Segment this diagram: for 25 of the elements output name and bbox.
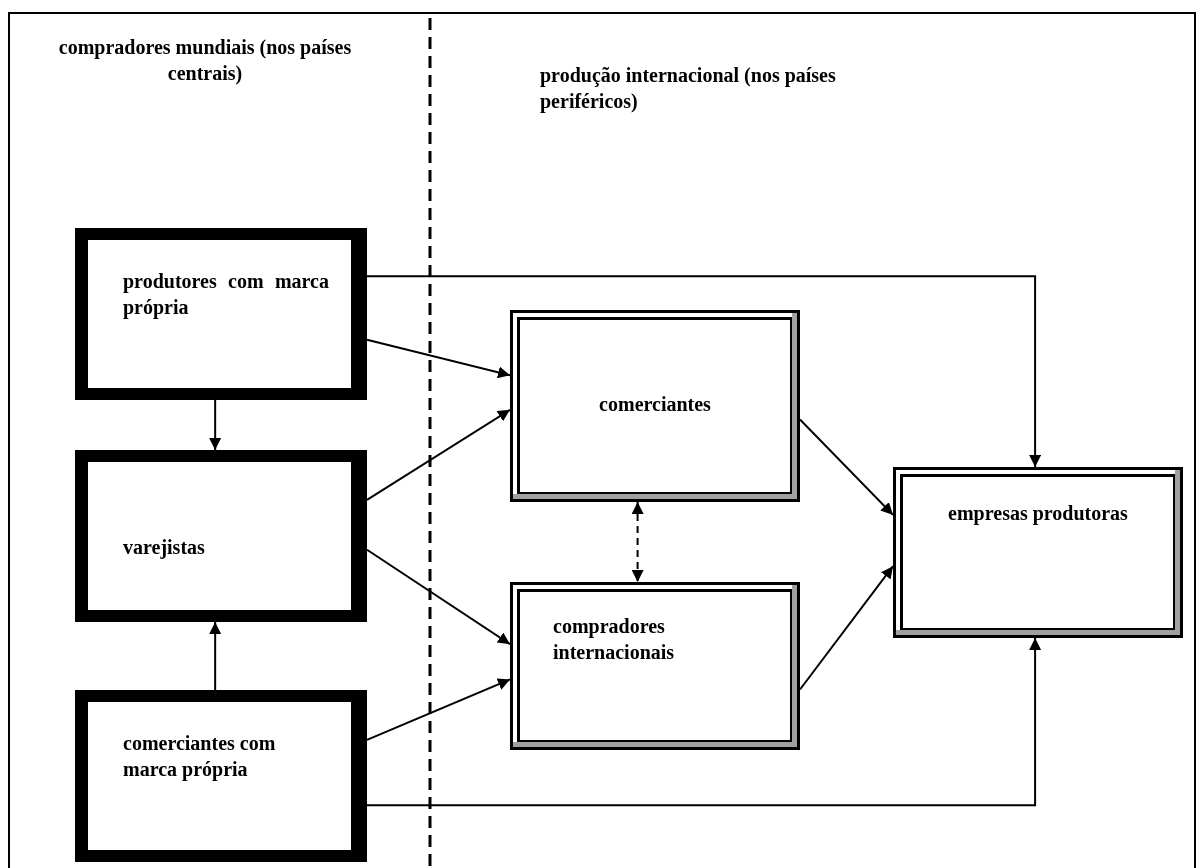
arrow [366, 408, 511, 501]
column-heading: produção internacional (nos países periféricos) [540, 63, 837, 114]
actor-box [75, 690, 367, 862]
actor-box [75, 450, 367, 622]
arrow [631, 501, 644, 583]
box-label: comerciantes [598, 392, 712, 417]
box-label: compradores internacionais [553, 614, 676, 665]
box-label: comerciantes com marca própria [123, 731, 277, 782]
arrow [209, 621, 222, 691]
box-label: produtores com marca própria [123, 269, 329, 320]
actor-box [510, 310, 800, 502]
arrow [366, 637, 1042, 807]
arrow [366, 548, 511, 646]
box-label: empresas produtoras [947, 501, 1129, 526]
box-label: varejistas [123, 535, 206, 560]
arrow [366, 678, 511, 741]
arrow [799, 565, 894, 691]
actor-box [893, 467, 1183, 638]
column-heading: compradores mundiais (nos países centrais) [57, 35, 353, 86]
actor-box [75, 228, 367, 400]
arrow [799, 418, 894, 516]
arrow [209, 399, 222, 451]
arrow [366, 338, 511, 379]
actor-box [510, 582, 800, 750]
arrow [366, 275, 1042, 468]
